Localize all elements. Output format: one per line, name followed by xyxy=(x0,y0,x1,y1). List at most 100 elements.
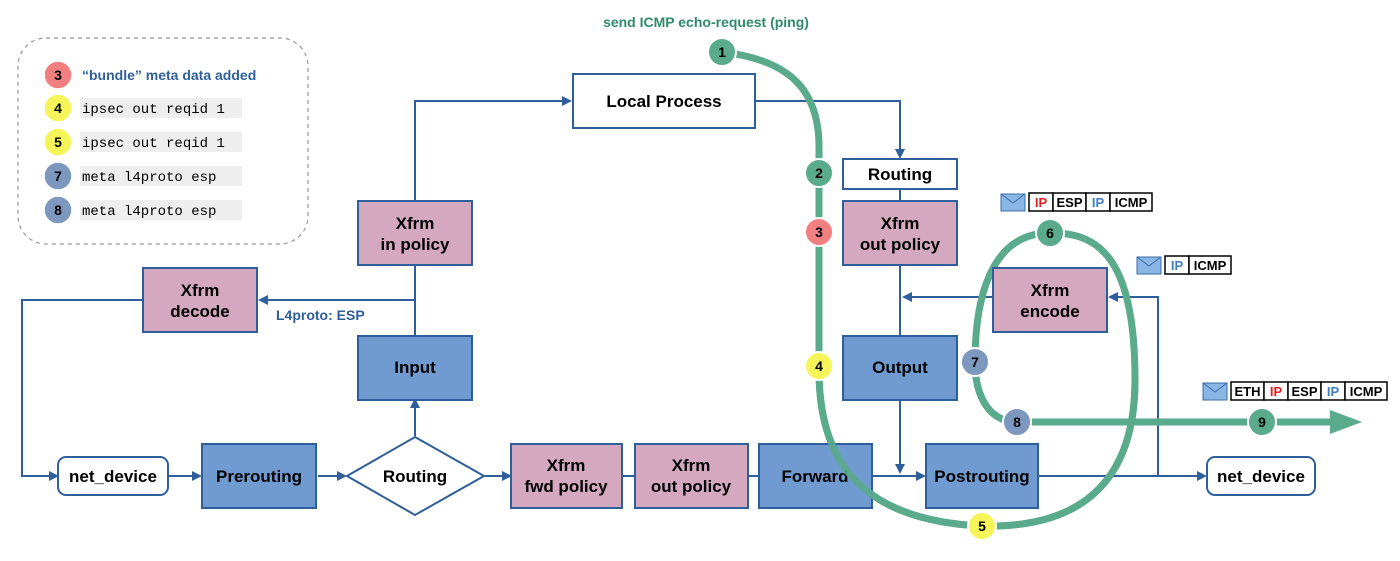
legend-marker-number: 7 xyxy=(54,168,62,184)
path-marker-9: 9 xyxy=(1247,407,1277,437)
path-marker-8: 8 xyxy=(1002,407,1032,437)
output-label: Output xyxy=(872,358,928,377)
code-background xyxy=(80,98,242,118)
postrouting-box[interactable]: Postrouting xyxy=(925,443,1039,509)
path-marker-5: 5 xyxy=(967,511,997,541)
path-marker-2: 2 xyxy=(804,158,834,188)
marker-circle xyxy=(1247,407,1277,437)
path-marker-7: 7 xyxy=(960,347,990,377)
path-marker-6: 6 xyxy=(1035,218,1065,248)
routing-diamond-label: Routing xyxy=(383,467,447,486)
legend-marker-number: 8 xyxy=(54,202,62,218)
path-marker-4: 4 xyxy=(804,351,834,381)
marker-number: 4 xyxy=(815,358,823,374)
xfrm-fwd-policy-box[interactable]: Xfrm fwd policy xyxy=(510,443,623,509)
l4proto-label: L4proto: ESP xyxy=(276,307,365,323)
legend-item: 3 “bundle” meta data added xyxy=(43,60,256,90)
marker-circle xyxy=(804,351,834,381)
input-label: Input xyxy=(394,358,436,377)
marker-number: 6 xyxy=(1046,225,1054,241)
path-marker-1: 1 xyxy=(707,37,737,67)
net-device-right-label: net_device xyxy=(1217,467,1305,486)
xfrm-out-policy-bottom-line2: out policy xyxy=(651,477,732,496)
header-segment-label: ETH xyxy=(1235,384,1261,399)
legend-text: meta l4proto esp xyxy=(82,204,216,220)
header-segment-label: ICMP xyxy=(1350,384,1383,399)
local-process-label: Local Process xyxy=(606,92,721,111)
routing-diamond[interactable]: Routing xyxy=(344,435,487,517)
header-segment-label: IP xyxy=(1327,384,1340,399)
xfrm-decode-box[interactable]: Xfrm decode xyxy=(142,267,258,333)
xfrm-in-policy-box[interactable]: Xfrm in policy xyxy=(357,200,473,266)
code-background xyxy=(80,166,242,186)
legend-marker-number: 4 xyxy=(54,100,62,116)
header-segment-label: ICMP xyxy=(1115,195,1148,210)
header-segment-label: ESP xyxy=(1291,384,1317,399)
envelope-icon xyxy=(1202,382,1228,401)
marker-number: 1 xyxy=(718,44,726,60)
legend-marker xyxy=(43,195,73,225)
marker-circle xyxy=(967,511,997,541)
legend-marker xyxy=(43,161,73,191)
prerouting-box[interactable]: Prerouting xyxy=(201,443,317,509)
header-segment-label: IP xyxy=(1270,384,1283,399)
marker-circle xyxy=(804,217,834,247)
input-box[interactable]: Input xyxy=(357,335,473,401)
routing-top-box[interactable]: Routing xyxy=(842,158,958,190)
net-device-left-box[interactable]: net_device xyxy=(57,456,169,496)
net-device-right-box[interactable]: net_device xyxy=(1206,456,1316,496)
legend-marker xyxy=(43,127,73,157)
marker-number: 3 xyxy=(815,224,823,240)
flow-lines xyxy=(21,96,1207,481)
top-label: send ICMP echo-request (ping) xyxy=(603,14,809,30)
marker-circle xyxy=(804,158,834,188)
xfrm-out-policy-bottom-box[interactable]: Xfrm out policy xyxy=(634,443,749,509)
legend-item: 4 ipsec out reqid 1 xyxy=(43,93,242,123)
legend-marker-number: 5 xyxy=(54,134,62,150)
xfrm-in-policy-line2: in policy xyxy=(381,235,451,254)
path-marker-3: 3 xyxy=(804,217,834,247)
legend-marker-number: 3 xyxy=(54,67,62,83)
marker-number: 8 xyxy=(1013,414,1021,430)
legend-marker xyxy=(43,93,73,123)
marker-number: 7 xyxy=(971,354,979,370)
legend-text: “bundle” meta data added xyxy=(82,67,256,83)
local-process-box[interactable]: Local Process xyxy=(572,73,756,129)
xfrm-encode-line2: encode xyxy=(1020,302,1080,321)
header-segment-label: IP xyxy=(1171,258,1184,273)
xfrm-decode-line2: decode xyxy=(170,302,230,321)
legend-text: ipsec out reqid 1 xyxy=(82,102,225,118)
routing-top-label: Routing xyxy=(868,165,932,184)
header-segment xyxy=(1344,381,1388,401)
markers: 1 2 3 4 5 6 7 8 9 xyxy=(707,37,1277,541)
marker-circle xyxy=(707,37,737,67)
xfrm-encode-box[interactable]: Xfrm encode xyxy=(992,267,1108,333)
xfrm-decode-line1: Xfrm xyxy=(181,281,220,300)
code-background xyxy=(80,132,242,152)
xfrm-out-policy-top-box[interactable]: Xfrm out policy xyxy=(842,200,958,266)
header-segment xyxy=(1188,255,1232,275)
legend-marker xyxy=(43,60,73,90)
xfrm-in-policy-line1: Xfrm xyxy=(396,214,435,233)
code-background xyxy=(80,200,242,220)
marker-number: 5 xyxy=(978,518,986,534)
header-segment-label: IP xyxy=(1092,195,1105,210)
xfrm-out-policy-top-line2: out policy xyxy=(860,235,941,254)
header-segment-label: ESP xyxy=(1056,195,1082,210)
legend-item: 7 meta l4proto esp xyxy=(43,161,242,191)
postrouting-label: Postrouting xyxy=(934,467,1029,486)
prerouting-label: Prerouting xyxy=(216,467,302,486)
marker-circle xyxy=(1002,407,1032,437)
marker-number: 2 xyxy=(815,165,823,181)
xfrm-fwd-policy-line2: fwd policy xyxy=(524,477,608,496)
xfrm-fwd-policy-line1: Xfrm xyxy=(547,456,586,475)
marker-number: 9 xyxy=(1258,414,1266,430)
output-box[interactable]: Output xyxy=(842,335,958,401)
forward-label: Forward xyxy=(781,467,848,486)
envelope-icon xyxy=(1000,193,1026,212)
legend-text: meta l4proto esp xyxy=(82,170,216,186)
legend: 3 “bundle” meta data added 4 ipsec out reqi… xyxy=(17,37,309,245)
header-segment-label: IP xyxy=(1035,195,1048,210)
